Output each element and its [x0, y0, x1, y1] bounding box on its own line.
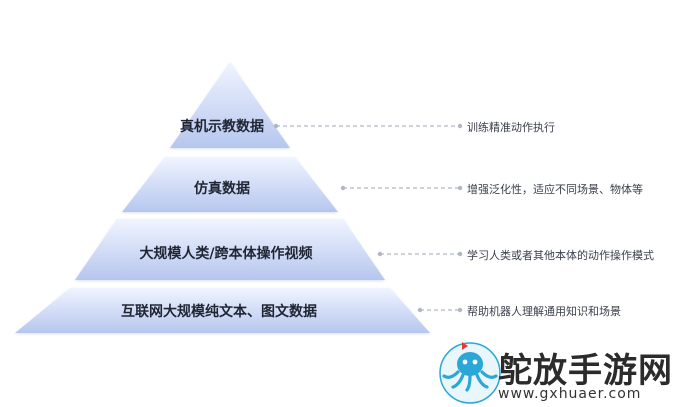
watermark-title: 鸵放手游网 [498, 351, 673, 391]
tier-2-label: 仿真数据 [194, 180, 250, 197]
tier-2-description: 增强泛化性，适应不同场景、物体等 [467, 183, 643, 196]
watermark-url: www.gxhuaer.com [498, 386, 642, 402]
tier-4-description: 帮助机器人理解通用知识和场景 [467, 305, 621, 318]
tier-3-description: 学习人类或者其他本体的动作操作模式 [467, 249, 654, 262]
connector-4 [417, 307, 463, 313]
pyramid-tier-2 [122, 157, 338, 212]
connector-3 [377, 251, 463, 257]
tier-3-label: 大规模人类/跨本体操作视频 [139, 245, 312, 262]
tier-1-description: 训练精准动作执行 [467, 121, 555, 134]
pyramid-tier-3 [75, 219, 385, 280]
octopus-logo-icon [439, 342, 501, 404]
pyramid-tier-1 [170, 62, 290, 148]
tier-1-label: 真机示教数据 [180, 118, 264, 135]
connector-2 [340, 185, 463, 191]
connector-1 [273, 123, 463, 129]
tier-4-label: 互联网大规模纯文本、图文数据 [121, 303, 317, 320]
pyramid-tier-4 [15, 288, 430, 333]
